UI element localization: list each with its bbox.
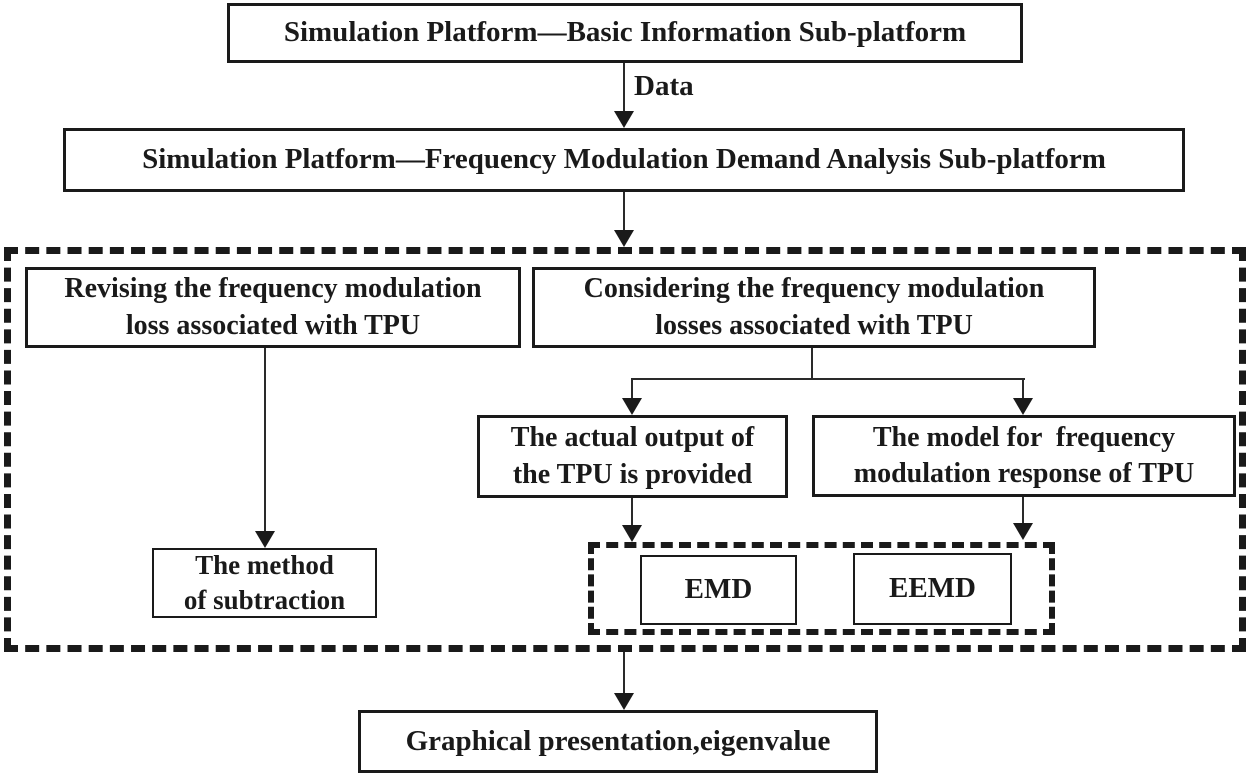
connector-branch-right: [1022, 378, 1024, 398]
connector-branch-horizontal: [631, 378, 1025, 380]
analysis-group-dashed-container: [4, 247, 1246, 652]
arrowhead-actual-to-emd-group: [622, 525, 642, 542]
box-revising-frequency-modulation-loss: Revising the frequency modulation loss a…: [25, 267, 521, 348]
data-arrow-label: Data: [634, 70, 694, 102]
box-actual-output-line2: the TPU is provided: [512, 458, 753, 490]
box-actual-output-line1: The actual output of: [510, 422, 755, 454]
connector-revising-to-method: [264, 348, 266, 531]
connector-demand-to-analysis-group: [623, 192, 625, 230]
box-actual-output-of-tpu: The actual output of the TPU is provided: [477, 415, 788, 498]
box-method-line2: of subtraction: [183, 585, 346, 615]
box-frequency-modulation-demand-label: Simulation Platform—Frequency Modulation…: [142, 143, 1106, 176]
box-eemd: EEMD: [853, 553, 1012, 625]
arrowhead-branch-right: [1013, 398, 1033, 415]
connector-considering-stub: [811, 348, 813, 380]
box-considering-frequency-modulation-losses: Considering the frequency modulation los…: [532, 267, 1096, 348]
arrowhead-group-to-graphical: [614, 693, 634, 710]
emd-group-dashed-container: [588, 542, 1055, 635]
connector-model-to-emd-group: [1022, 497, 1024, 523]
box-considering-line1: Considering the frequency modulation: [583, 273, 1045, 305]
box-frequency-modulation-demand-subplatform: Simulation Platform—Frequency Modulation…: [63, 128, 1185, 192]
box-method-of-subtraction: The method of subtraction: [152, 548, 377, 618]
arrowhead-branch-left: [622, 398, 642, 415]
connector-actual-to-emd-group: [631, 498, 633, 525]
box-considering-line2: losses associated with TPU: [655, 309, 973, 341]
box-graphical-label: Graphical presentation,eigenvalue: [405, 724, 831, 757]
box-model-frequency-modulation-response: The model for frequency modulation respo…: [812, 415, 1236, 497]
box-eemd-label: EEMD: [889, 572, 976, 605]
box-emd-label: EMD: [684, 573, 753, 606]
box-revising-line2: loss associated with TPU: [125, 309, 421, 341]
box-model-line2: modulation response of TPU: [853, 458, 1195, 489]
connector-branch-left: [631, 378, 633, 398]
connector-basic-to-demand: [623, 63, 625, 112]
box-method-line1: The method: [195, 549, 334, 580]
box-basic-information-label: Simulation Platform—Basic Information Su…: [283, 16, 967, 49]
arrowhead-basic-to-demand: [614, 111, 634, 128]
box-model-line1: The model for frequency: [872, 421, 1176, 453]
arrowhead-model-to-emd-group: [1013, 523, 1033, 540]
arrowhead-demand-to-analysis-group: [614, 230, 634, 247]
box-basic-information-subplatform: Simulation Platform—Basic Information Su…: [227, 3, 1023, 63]
box-revising-line1: Revising the frequency modulation: [64, 273, 482, 305]
box-graphical-presentation-eigenvalue: Graphical presentation,eigenvalue: [358, 710, 878, 773]
arrowhead-revising-to-method: [255, 531, 275, 548]
connector-group-to-graphical: [623, 652, 625, 693]
box-emd: EMD: [640, 555, 797, 625]
